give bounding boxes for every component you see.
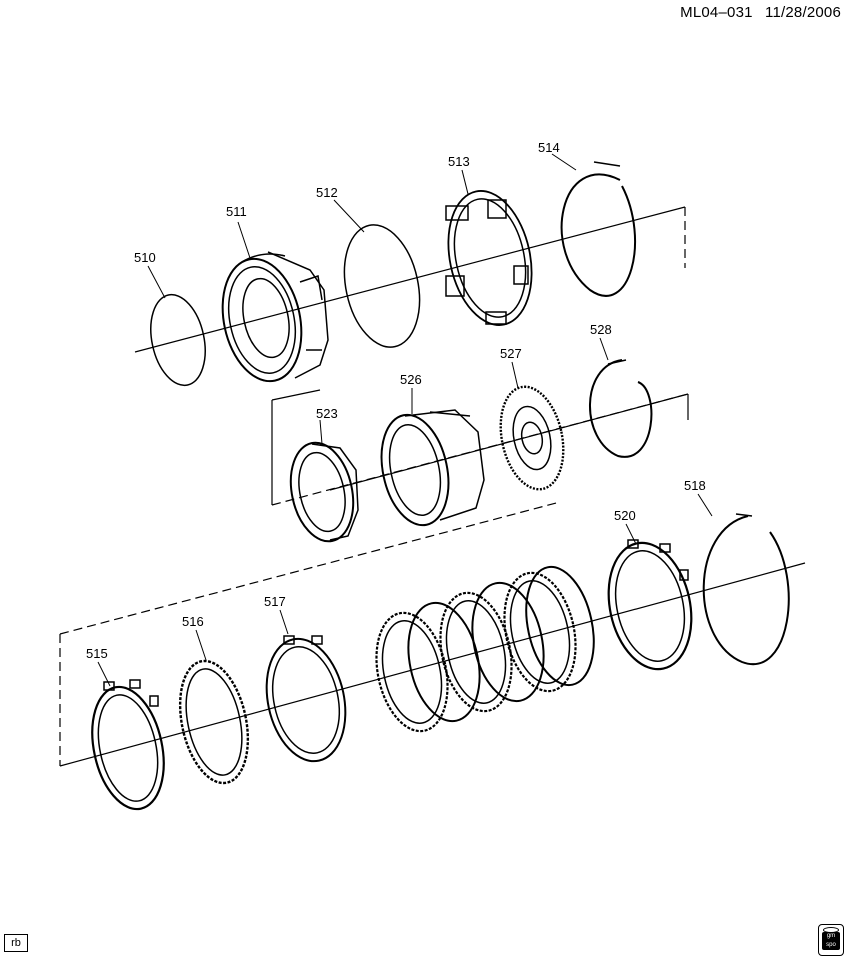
leader-lines [97, 153, 713, 687]
callout-523: 523 [316, 406, 338, 421]
part-517-steel-plate [265, 635, 347, 763]
callout-520: 520 [614, 508, 636, 523]
part-515-steel-plate [91, 679, 165, 811]
callout-512: 512 [316, 185, 338, 200]
callout-526: 526 [400, 372, 422, 387]
drawing-id: ML04–031 [680, 4, 753, 21]
callout-510: 510 [134, 250, 156, 265]
callout-515: 515 [86, 646, 108, 661]
callout-516: 516 [182, 614, 204, 629]
part-520-backing-plate [607, 539, 693, 671]
part-526-hub [380, 409, 485, 527]
gm-spo-logo: gm spo [818, 924, 844, 956]
clutch-pack [375, 565, 595, 733]
callout-518: 518 [684, 478, 706, 493]
part-528-snap-ring [589, 359, 653, 458]
part-523-bearing [289, 441, 359, 543]
callout-517: 517 [264, 594, 286, 609]
rb-tag: rb [4, 934, 28, 952]
callout-514: 514 [538, 140, 560, 155]
callout-528: 528 [590, 322, 612, 337]
callout-513: 513 [448, 154, 470, 169]
callout-511: 511 [226, 204, 247, 219]
drawing-date: 11/28/2006 [765, 4, 841, 21]
drawing-reference: ML04–031 11/28/2006 [672, 4, 841, 21]
part-527-drum [499, 385, 565, 491]
part-510-seal-ring [150, 293, 206, 387]
logo-text: gm spo [822, 932, 840, 950]
upper-assembly-axis [134, 206, 686, 353]
part-512-seal-ring [343, 224, 421, 348]
callout-527: 527 [500, 346, 522, 361]
part-518-snap-ring [702, 513, 790, 666]
part-514-snap-ring [560, 161, 636, 297]
part-511-piston-housing [221, 251, 329, 383]
part-516-friction-plate [178, 659, 250, 785]
part-513-spring-assembly [445, 190, 533, 326]
lower-assembly-axis [59, 501, 806, 767]
